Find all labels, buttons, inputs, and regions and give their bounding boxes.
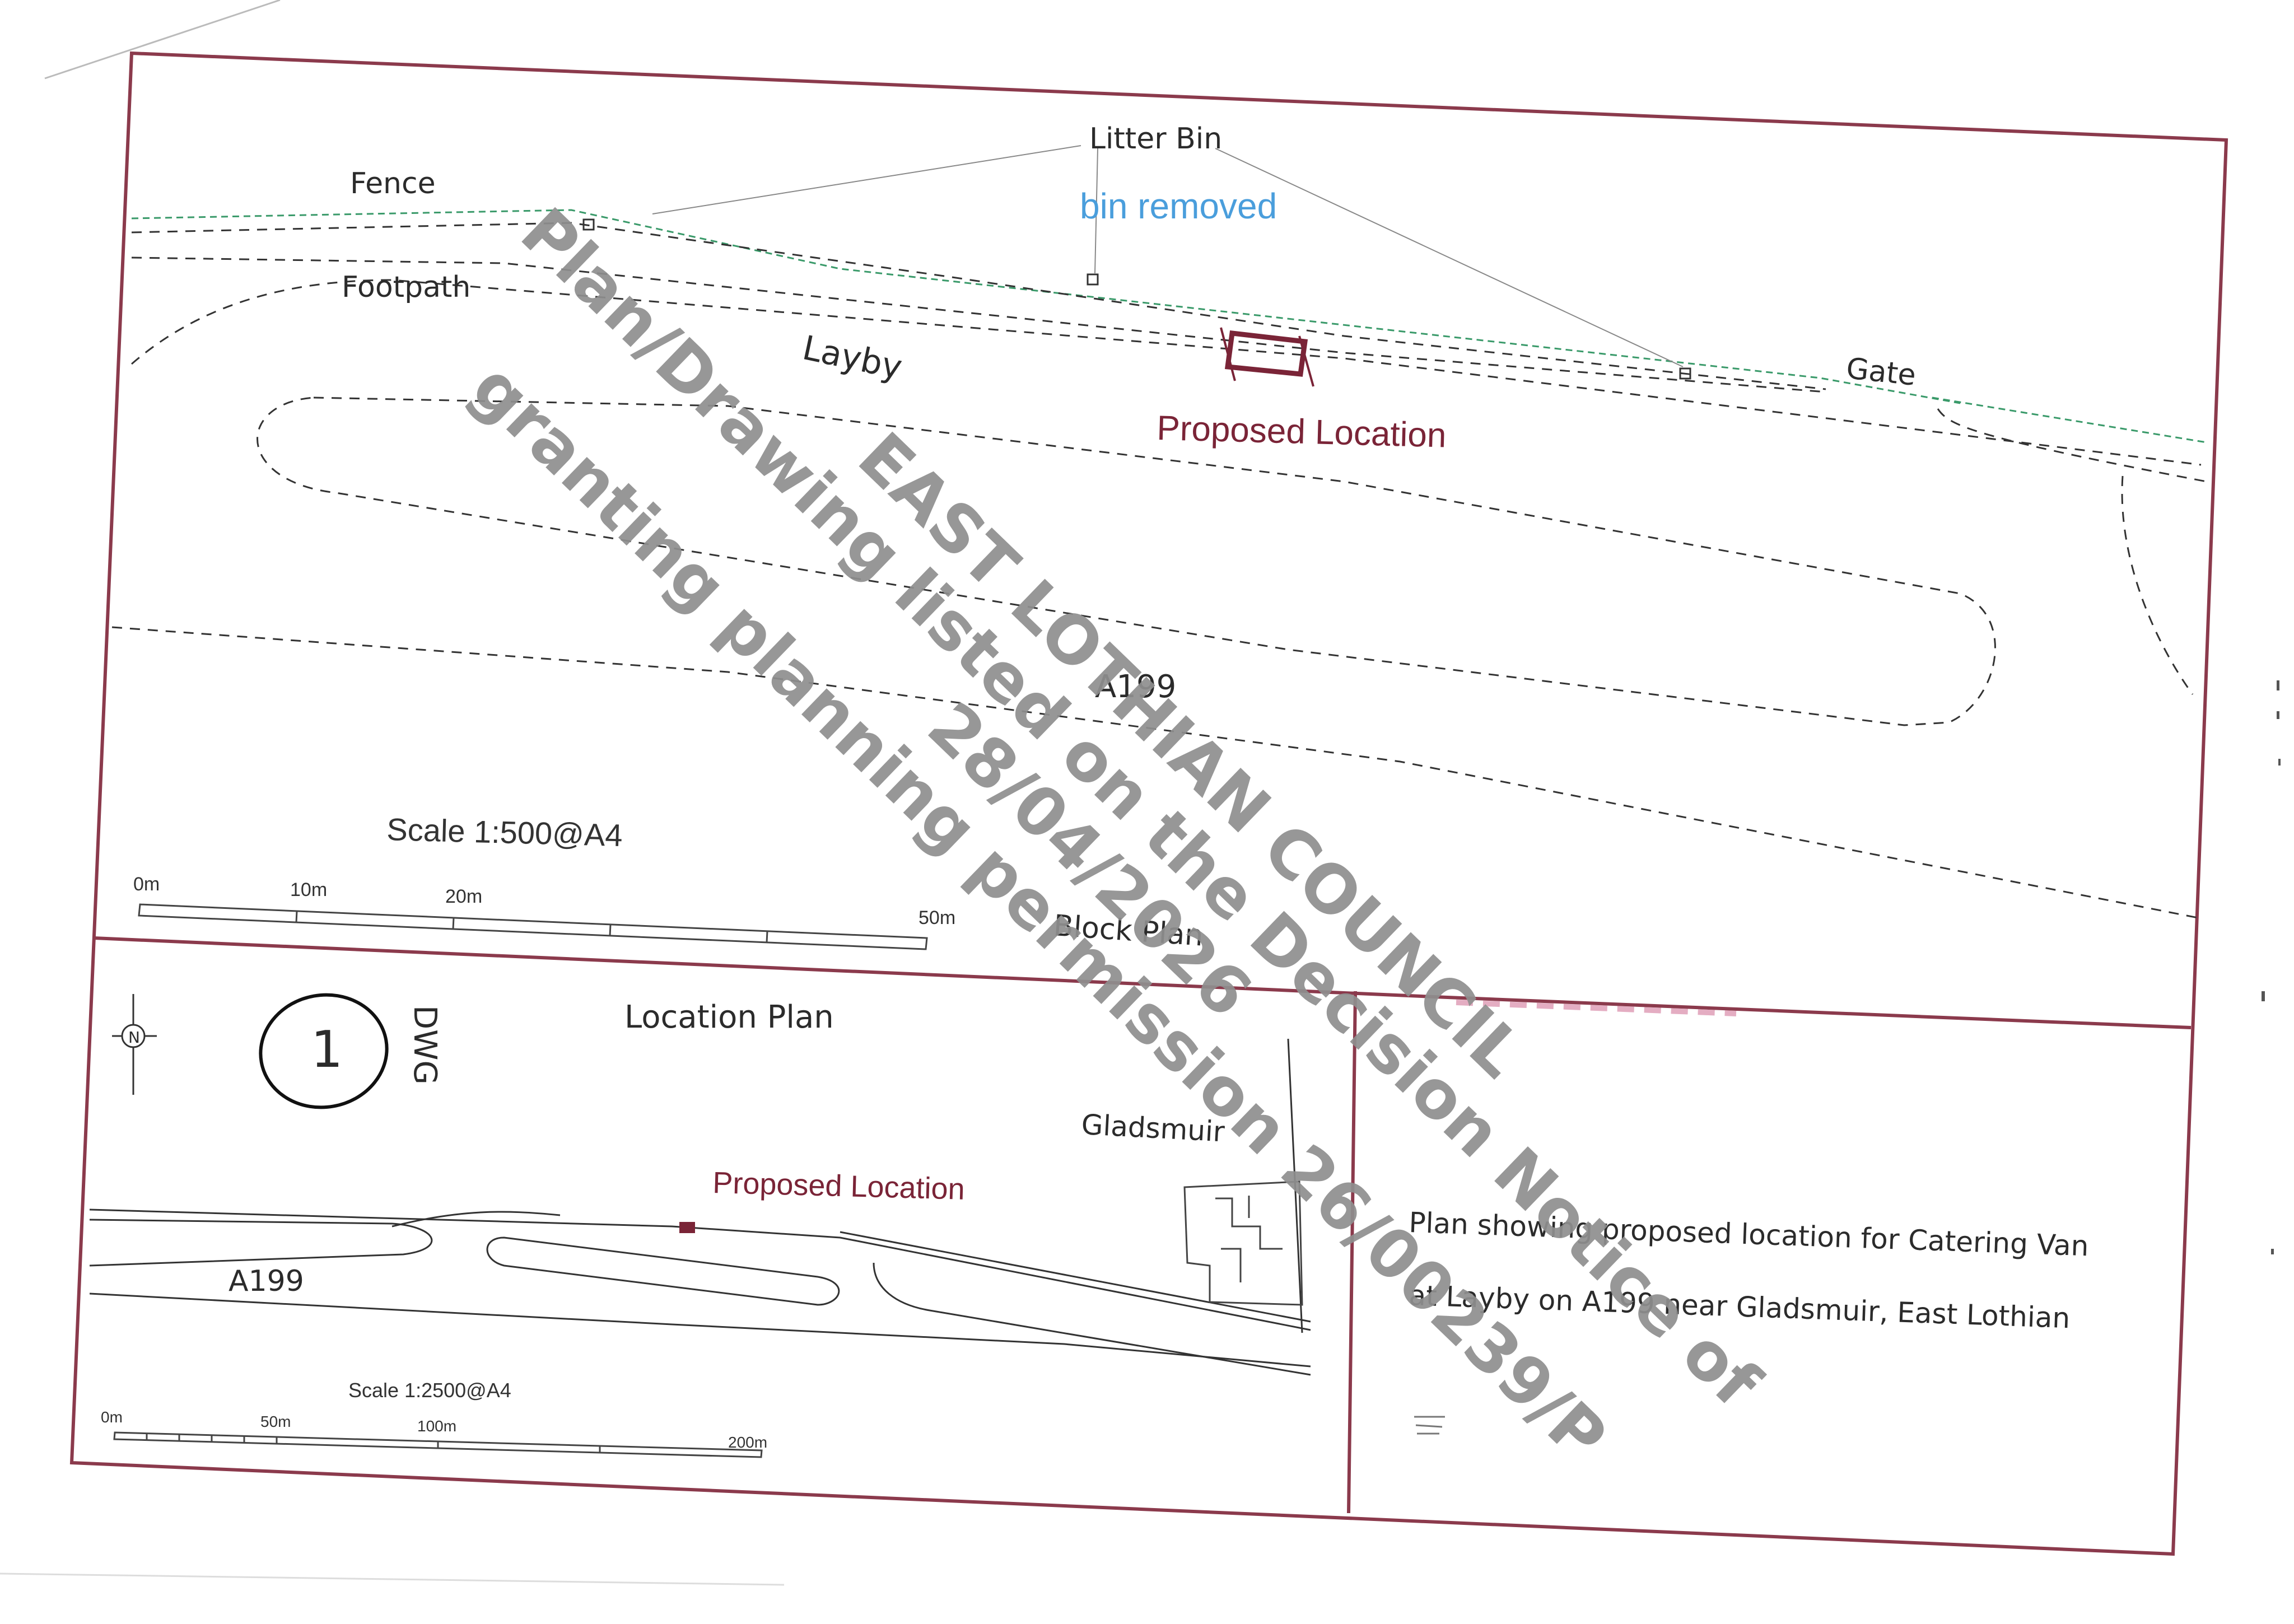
scale-tick-label: 0m <box>133 874 160 895</box>
watermark-line-2: Plan/Drawing listed on the Decision Noti… <box>506 193 1775 1422</box>
block-plan: Litter Bin bin removed Fence Footpath La… <box>111 122 2207 953</box>
scale-tick-label: 100m <box>417 1417 456 1435</box>
scan-speckles <box>2262 680 2281 1254</box>
scale-tick-label: 50m <box>918 907 955 928</box>
gladsmuir-buildings <box>1183 1180 1303 1306</box>
svg-text:N: N <box>128 1028 140 1047</box>
leader-line <box>652 145 1081 214</box>
slip-road-edge <box>391 1211 561 1228</box>
layby-island-outline <box>486 1236 840 1306</box>
location-plan-scale-bar: 0m 50m 100m 200m <box>101 1408 767 1458</box>
scale-tick-label: 10m <box>290 879 327 900</box>
scan-paper-edge-bottom <box>0 1572 785 1586</box>
litter-bin-marker <box>1679 367 1691 380</box>
fence-label: Fence <box>350 167 436 200</box>
carriageway-edge <box>111 626 2202 920</box>
scan-mark <box>1414 1416 1445 1435</box>
scale-tick-label: 0m <box>101 1408 123 1426</box>
litter-bin-marker <box>582 218 595 231</box>
road-label: A199 <box>1095 669 1176 705</box>
litter-bin-label: Litter Bin <box>1089 122 1222 156</box>
panel-divider-vertical <box>1347 991 1357 1514</box>
proposed-location-label: Proposed Location <box>1157 409 1447 455</box>
village-label: Gladsmuir <box>1080 1108 1225 1148</box>
panel-divider <box>94 936 2192 1029</box>
layby-edge <box>131 279 2202 466</box>
drawing-number-note: DWG <box>407 1005 443 1085</box>
footpath-line <box>131 222 1826 390</box>
footpath-label: Footpath <box>342 270 470 304</box>
leader-line <box>1215 148 1684 367</box>
litter-bin-marker <box>1087 273 1099 286</box>
scan-paper-edge <box>44 0 281 80</box>
slip-road <box>89 1219 433 1267</box>
location-proposed-label: Proposed Location <box>712 1166 966 1206</box>
layby-island <box>257 396 1996 726</box>
location-road-label: A199 <box>229 1264 304 1298</box>
svg-text:1: 1 <box>311 1020 343 1079</box>
scale-tick-label: 20m <box>445 886 482 907</box>
block-plan-scale-bar: 0m 10m 20m 50m <box>133 874 955 950</box>
scan-mark <box>1456 1000 1737 1016</box>
location-plan: N 1 DWG Location Plan Gladsmuir Proposed… <box>89 993 1311 1458</box>
layby-edge-right <box>1937 408 2207 483</box>
watermark-line-4: granting planning permission 26/00239/P <box>458 348 1621 1476</box>
location-proposed-marker <box>679 1222 695 1233</box>
location-plan-scale-text: Scale 1:2500@A4 <box>348 1379 511 1402</box>
scale-tick-label: 200m <box>728 1434 767 1451</box>
fence-line <box>131 209 2207 444</box>
road-edge <box>89 1208 1311 1331</box>
layby-label: Layby <box>799 328 906 388</box>
road-edge-east <box>840 1231 1311 1376</box>
road-edge-south <box>89 1292 1311 1368</box>
bin-removed-note: bin removed <box>1080 186 1277 226</box>
north-arrow-icon: N <box>112 994 157 1095</box>
drawing-frame <box>69 51 2228 1556</box>
drawing-number-circle: 1 <box>259 993 389 1109</box>
scale-tick-label: 50m <box>260 1413 291 1430</box>
gate-label: Gate <box>1845 352 1918 393</box>
junction-edge <box>2121 475 2194 695</box>
footpath-line-lower <box>131 256 1826 393</box>
block-plan-scale-text: Scale 1:500@A4 <box>386 811 623 853</box>
minor-road <box>1287 1038 1303 1333</box>
location-plan-title: Location Plan <box>624 999 834 1035</box>
leader-line <box>1094 148 1098 274</box>
proposed-location-marker <box>1220 327 1314 387</box>
